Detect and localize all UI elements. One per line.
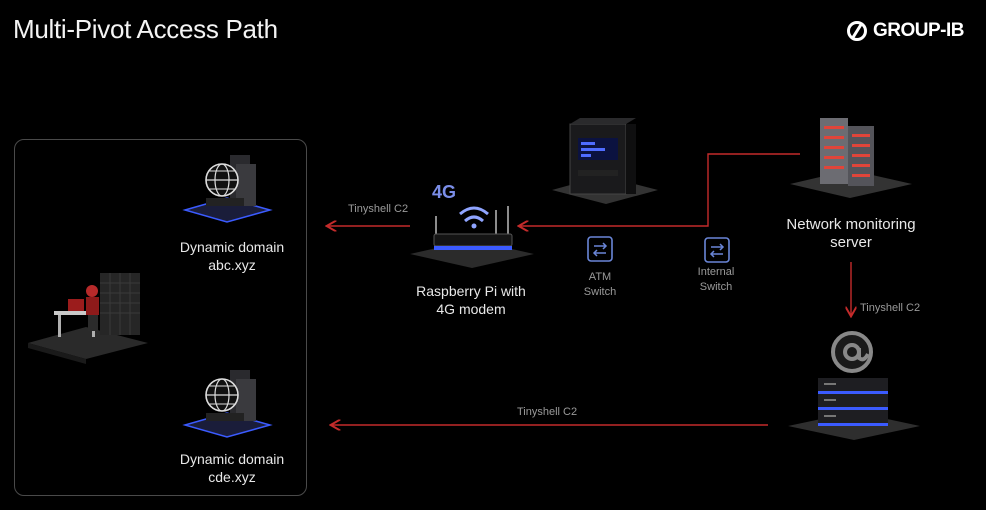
domain-cde-label: Dynamic domain cde.xyz [162, 450, 302, 486]
logo-mark-icon [847, 21, 867, 41]
monitoring-line2: server [830, 234, 872, 251]
domain-abc-label: Dynamic domain abc.xyz [162, 238, 302, 274]
edge-label-rpi-to-domain: Tinyshell C2 [348, 203, 409, 215]
raspberry-line1: Raspberry Pi with [416, 283, 526, 299]
monitoring-line1: Network monitoring [786, 216, 916, 233]
edge-monitor-to-rpi [520, 153, 800, 226]
domain-abc-line2: abc.xyz [208, 257, 256, 273]
atm-icon [552, 118, 658, 204]
raspberry-label: Raspberry Pi with 4G modem [396, 282, 546, 318]
domain-cde-line1: Dynamic domain [179, 451, 285, 467]
router-icon [410, 206, 534, 268]
4g-badge: 4G [432, 182, 457, 202]
atm-switch-label: ATM Switch [570, 270, 630, 300]
internal-switch-line2: Switch [699, 281, 733, 293]
internal-switch-icon [704, 237, 730, 263]
group-ib-logo: GROUP-IB [846, 20, 965, 42]
globe-server-icon [182, 155, 273, 223]
domain-abc-line1: Dynamic domain [179, 239, 285, 255]
internal-switch-line1: Internal [697, 266, 735, 278]
atm-switch-line1: ATM [588, 271, 612, 283]
page-title: Multi-Pivot Access Path [13, 14, 278, 44]
attacker-icon [28, 273, 148, 364]
atm-switch-icon [587, 236, 613, 262]
edge-label-monitor-to-mail: Tinyshell C2 [860, 302, 921, 314]
wifi-icon [459, 206, 489, 229]
at-sign-icon [831, 331, 873, 373]
mail-server-icon [788, 331, 920, 440]
edge-label-mail-to-domain: Tinyshell C2 [517, 406, 578, 418]
domain-cde-line2: cde.xyz [208, 469, 256, 485]
raspberry-line2: 4G modem [436, 301, 506, 317]
attacker-panel [14, 139, 307, 496]
globe-server-icon [182, 370, 273, 438]
monitoring-label: Network monitoring server [776, 216, 926, 252]
logo-text: GROUP-IB [873, 20, 965, 41]
server-tower-icon [790, 118, 912, 198]
atm-switch-line2: Switch [583, 286, 617, 298]
internal-switch-label: Internal Switch [682, 265, 750, 295]
